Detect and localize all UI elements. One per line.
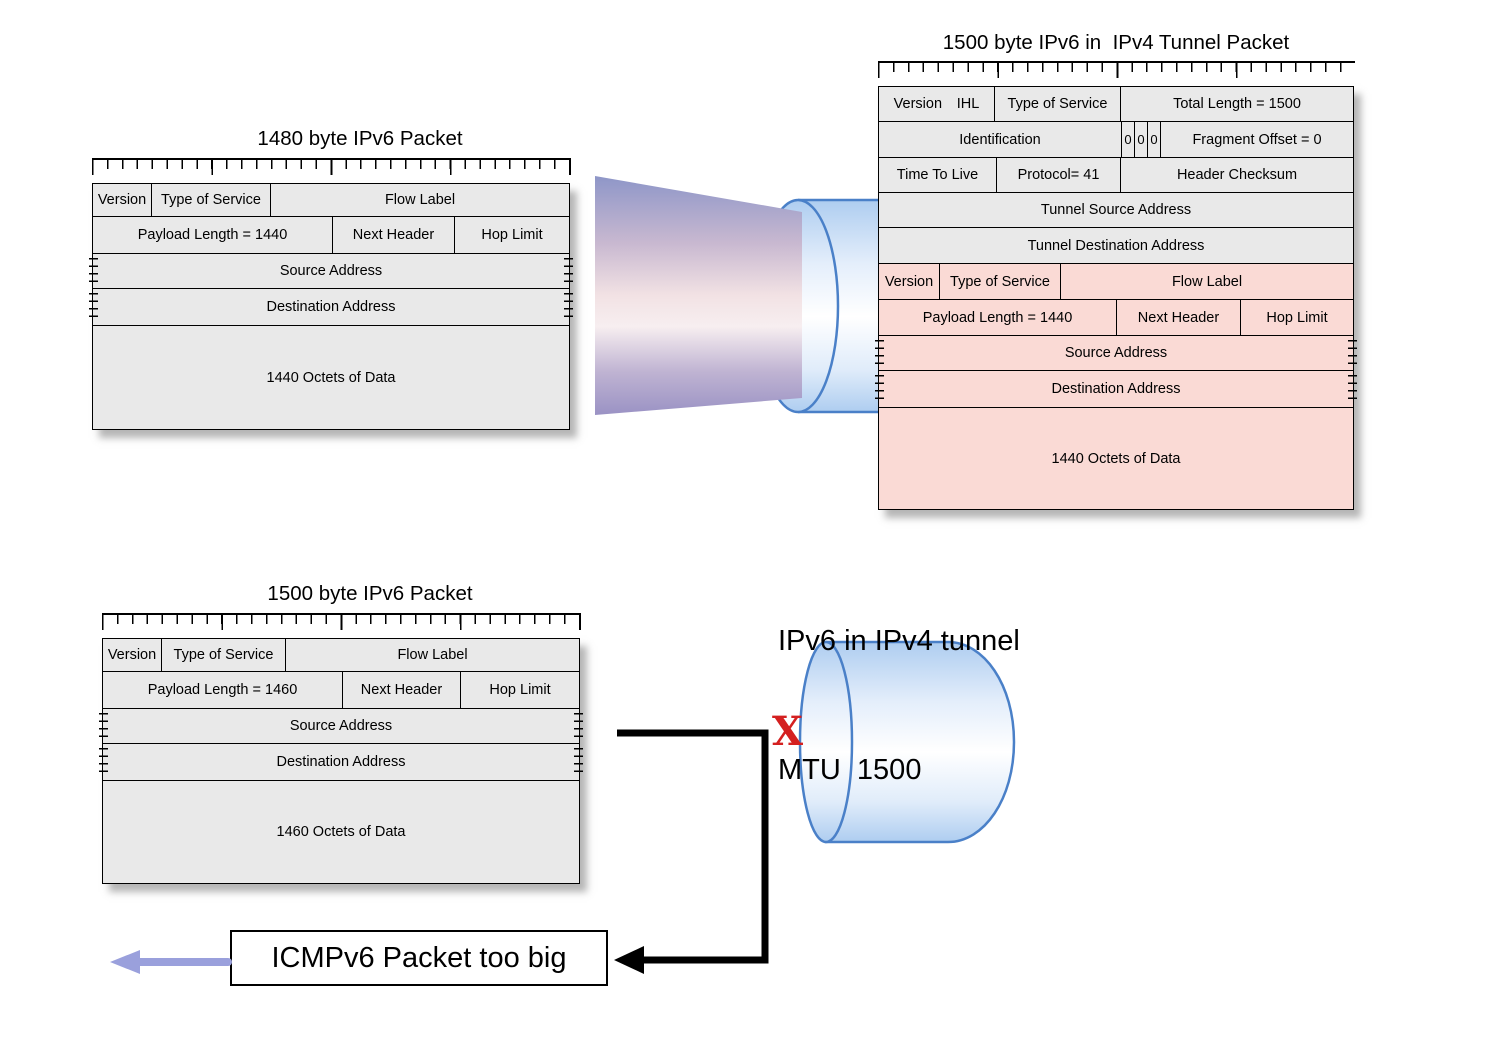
bounce-back-arrow	[614, 729, 769, 974]
identification-field: Identification	[879, 122, 1122, 157]
tunnel-destination-address-field: Tunnel Destination Address	[879, 228, 1353, 263]
packet-1500-title: 1500 byte IPv6 Packet	[267, 582, 473, 605]
tunnel-packet-title: 1500 byte IPv6 in IPv4 Tunnel Packet	[942, 31, 1290, 54]
next-header-field: Next Header	[343, 672, 461, 708]
packet-1500-bit-ruler	[102, 613, 581, 630]
packet-row: Identification 0 0 0 Fragment Offset = 0	[879, 122, 1353, 158]
flow-label-field: Flow Label	[1061, 264, 1353, 299]
length-break-marks-right	[564, 293, 573, 321]
data-octets-field: 1440 Octets of Data	[93, 326, 569, 429]
length-break-marks-right	[1348, 340, 1357, 366]
tunnel-caption: IPv6 in IPv4 tunnel MTU 1500	[778, 534, 1020, 878]
tunnel-funnel-beam	[595, 176, 802, 415]
fragment-offset-field: Fragment Offset = 0	[1161, 122, 1353, 157]
packet-row: 1440 Octets of Data	[879, 408, 1353, 509]
icmp-too-big-box: ICMPv6 Packet too big	[230, 930, 608, 986]
source-address-field: Source Address	[1064, 345, 1168, 361]
packet-row: Version Type of Service Flow Label	[879, 264, 1353, 300]
packet-row: Payload Length = 1440 Next Header Hop Li…	[93, 217, 569, 254]
tunnel-packet-diagram: Version IHL Type of Service Total Length…	[875, 86, 1357, 510]
packet-row: Version Type of Service Flow Label	[103, 639, 579, 672]
destination-address-field: Destination Address	[1051, 381, 1181, 397]
packet-row: 1440 Octets of Data	[93, 326, 569, 429]
length-break-marks-left	[875, 375, 884, 403]
flow-label-field: Flow Label	[286, 639, 579, 671]
next-header-field: Next Header	[1117, 300, 1241, 335]
packet-row: Version Type of Service Flow Label	[93, 184, 569, 217]
reject-x-mark: X	[772, 708, 804, 755]
tunnel-packet-bit-ruler	[878, 61, 1355, 78]
source-address-cell: Source Address	[89, 254, 573, 288]
length-break-marks-right	[1348, 375, 1357, 403]
payload-length-field: Payload Length = 1460	[103, 672, 343, 708]
hop-limit-field: Hop Limit	[1241, 300, 1353, 335]
destination-address-field: Destination Address	[276, 754, 406, 770]
source-address-cell: Source Address	[99, 709, 583, 743]
tunnel-cylinder-bottom	[798, 640, 1016, 844]
tunnel-caption-line2: MTU 1500	[778, 754, 922, 786]
version-field: Version	[879, 264, 940, 299]
packet-1480-title: 1480 byte IPv6 Packet	[257, 127, 463, 150]
packet-row: Payload Length = 1440 Next Header Hop Li…	[879, 300, 1353, 336]
length-break-marks-left	[875, 340, 884, 366]
packet-row: Tunnel Source Address	[879, 193, 1353, 228]
length-break-marks-left	[89, 293, 98, 321]
packet-row: Source Address	[89, 254, 573, 289]
flag-bit-field: 0	[1135, 122, 1148, 157]
packet-1480-bit-ruler	[92, 158, 571, 175]
source-address-field: Source Address	[289, 718, 393, 734]
destination-address-cell: Destination Address	[875, 371, 1357, 407]
hop-limit-field: Hop Limit	[461, 672, 579, 708]
packet-row: Source Address	[99, 709, 583, 744]
length-break-marks-left	[99, 748, 108, 776]
type-of-service-field: Type of Service	[995, 87, 1121, 121]
source-address-field: Source Address	[279, 263, 383, 279]
source-address-cell: Source Address	[875, 336, 1357, 370]
flag-bit-field: 0	[1122, 122, 1135, 157]
type-of-service-field: Type of Service	[162, 639, 286, 671]
return-arrow	[110, 950, 232, 974]
packet-row: Time To Live Protocol= 41 Header Checksu…	[879, 158, 1353, 193]
length-break-marks-left	[99, 713, 108, 739]
total-length-field: Total Length = 1500	[1121, 87, 1353, 121]
packet-row: Version IHL Type of Service Total Length…	[879, 87, 1353, 122]
type-of-service-field: Type of Service	[940, 264, 1061, 299]
data-octets-field: 1440 Octets of Data	[879, 408, 1353, 509]
flow-label-field: Flow Label	[271, 184, 569, 216]
payload-length-field: Payload Length = 1440	[879, 300, 1117, 335]
tunnel-caption-line1: IPv6 in IPv4 tunnel	[778, 625, 1020, 657]
packet-row: Destination Address	[99, 744, 583, 781]
length-break-marks-left	[89, 258, 98, 284]
packet-row: Destination Address	[89, 289, 573, 326]
header-checksum-field: Header Checksum	[1121, 158, 1353, 192]
type-of-service-field: Type of Service	[152, 184, 271, 216]
version-field: Version	[93, 184, 152, 216]
packet-row: 1460 Octets of Data	[103, 781, 579, 883]
time-to-live-field: Time To Live	[879, 158, 997, 192]
tunnel-source-address-field: Tunnel Source Address	[879, 193, 1353, 227]
packet-1480-diagram: Version Type of Service Flow Label Paylo…	[89, 183, 573, 430]
version-field: Version	[893, 96, 943, 112]
destination-address-cell: Destination Address	[89, 289, 573, 325]
flag-bit-field: 0	[1148, 122, 1161, 157]
length-break-marks-right	[564, 258, 573, 284]
packet-1500-diagram: Version Type of Service Flow Label Paylo…	[99, 638, 583, 884]
destination-address-cell: Destination Address	[99, 744, 583, 780]
data-octets-field: 1460 Octets of Data	[103, 781, 579, 883]
version-field: Version	[103, 639, 162, 671]
packet-row: Destination Address	[875, 371, 1357, 408]
payload-length-field: Payload Length = 1440	[93, 217, 333, 253]
ihl-field: IHL	[956, 96, 980, 112]
packet-row: Payload Length = 1460 Next Header Hop Li…	[103, 672, 579, 709]
protocol-field: Protocol= 41	[997, 158, 1121, 192]
destination-address-field: Destination Address	[266, 299, 396, 315]
version-ihl-cell: Version IHL	[879, 87, 995, 121]
hop-limit-field: Hop Limit	[455, 217, 569, 253]
length-break-marks-right	[574, 748, 583, 776]
length-break-marks-right	[574, 713, 583, 739]
next-header-field: Next Header	[333, 217, 455, 253]
packet-row: Tunnel Destination Address	[879, 228, 1353, 264]
packet-row: Source Address	[875, 336, 1357, 371]
